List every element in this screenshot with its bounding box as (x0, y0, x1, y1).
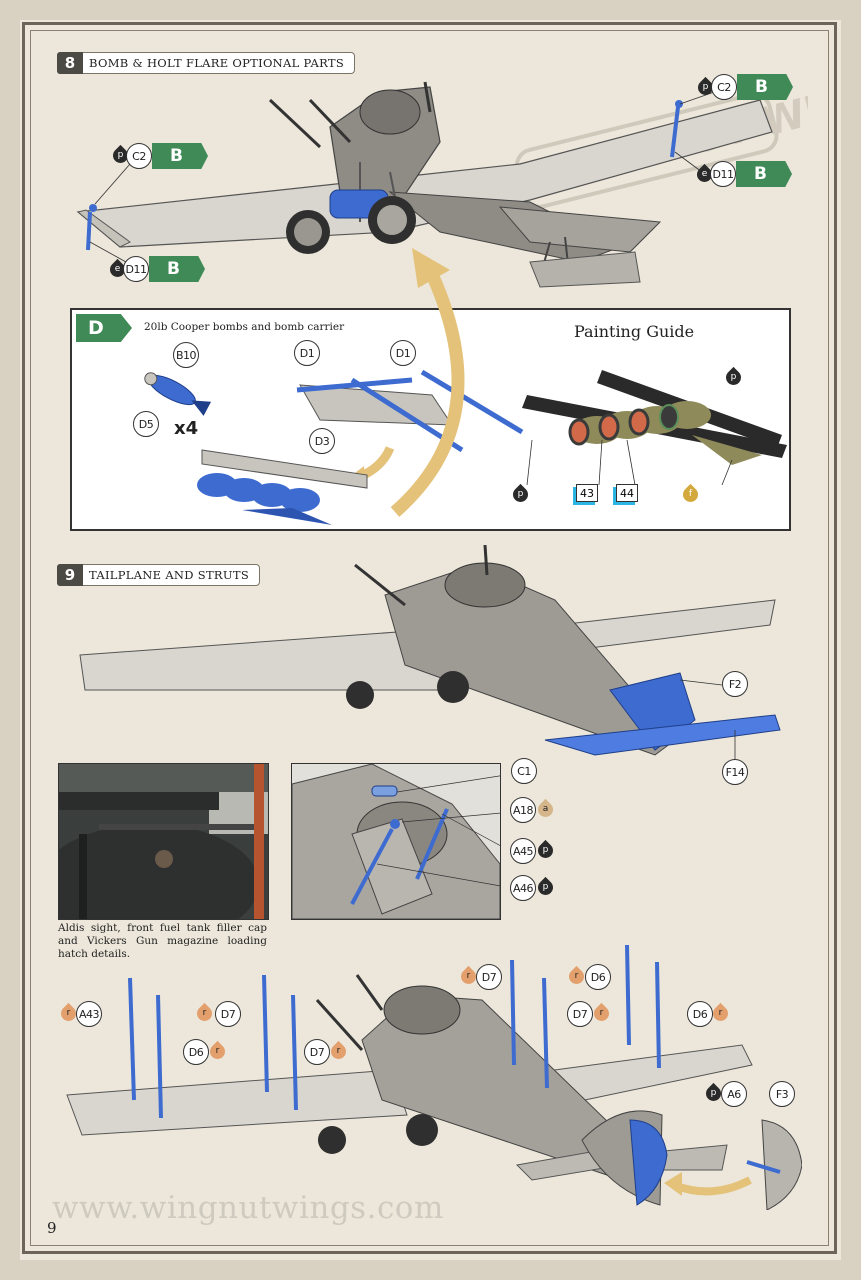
part-callout-f2: F2 (722, 671, 748, 697)
part-callout-d7: D7 (476, 964, 502, 990)
page-border-inner (30, 30, 829, 1246)
assembly-arrow (390, 248, 465, 517)
step-title: TAILPLANE AND STRUTS (89, 568, 250, 582)
part-callout-b10: B10 (173, 342, 199, 368)
paint-drop-f: f (679, 483, 702, 506)
step-8-header: 8 BOMB & HOLT FLARE OPTIONAL PARTS (57, 51, 356, 74)
paint-drop-r: r (193, 1002, 216, 1025)
paint-code: a (542, 804, 549, 814)
color-chip-43: 43 (576, 484, 598, 502)
paint-code: p (517, 489, 524, 499)
bomb-carrier-subassembly-panel: D 20lb Cooper bombs and bomb carrier Pai… (70, 308, 791, 531)
paint-code: f (688, 489, 693, 499)
paint-drop-p: p (534, 839, 557, 862)
paint-drop-r: r (206, 1040, 229, 1063)
paint-code: p (710, 1088, 717, 1098)
paint-drop-p: p (722, 366, 745, 389)
part-callout-f14: F14 (722, 759, 748, 785)
paint-code: r (336, 1046, 341, 1056)
paint-drop-r: r (327, 1040, 350, 1063)
page-border-outer (22, 22, 837, 1254)
part-callout-d6: D6 (183, 1039, 209, 1065)
version-flag-b: B (149, 256, 205, 282)
photo-caption: Aldis sight, front fuel tank filler cap … (58, 922, 267, 960)
paint-code: p (542, 845, 549, 855)
bomb-carrier-drawings (144, 369, 787, 525)
part-callout-d7: D7 (215, 1001, 241, 1027)
version-flag-b: B (736, 161, 792, 187)
step-number: 9 (57, 563, 83, 586)
website-url: www.wingnutwings.com (52, 1190, 444, 1226)
part-callout-d6: D6 (585, 964, 611, 990)
paint-code: p (730, 372, 737, 382)
version-flag-b: B (152, 143, 208, 169)
paint-code: r (202, 1008, 207, 1018)
quantity-multiplier: x4 (174, 418, 199, 439)
page-number: 9 (47, 1219, 57, 1237)
part-callout-c2: C2 (126, 143, 152, 169)
step-9-aircraft-tailplane-illustration (79, 545, 781, 760)
reference-photo-image (59, 764, 268, 919)
part-callout-a43: A43 (76, 1001, 102, 1027)
paint-drop-a: a (534, 798, 557, 821)
paint-code: r (574, 971, 579, 981)
part-callout-a6: A6 (721, 1081, 747, 1107)
step-number: 8 (57, 51, 83, 74)
part-callout-d5: D5 (133, 411, 159, 437)
version-flag-b: B (737, 74, 793, 100)
paint-drop-r: r (565, 965, 588, 988)
reference-photo (58, 763, 269, 920)
cockpit-detail-illustration (292, 764, 500, 919)
paint-code: r (718, 1008, 723, 1018)
subassembly-title: 20lb Cooper bombs and bomb carrier (144, 321, 345, 333)
paint-code: r (215, 1046, 220, 1056)
part-callout-d7: D7 (567, 1001, 593, 1027)
part-callout-d1: D1 (390, 340, 416, 366)
paint-drop-r: r (590, 1002, 613, 1025)
painting-guide-title: Painting Guide (574, 322, 695, 341)
part-callout-d11: D11 (123, 256, 149, 282)
paint-drop-p: p (534, 876, 557, 899)
part-callout-f3: F3 (769, 1081, 795, 1107)
part-callout-a46: A46 (510, 875, 536, 901)
step-title: BOMB & HOLT FLARE OPTIONAL PARTS (89, 56, 345, 70)
paint-code: r (66, 1008, 71, 1018)
part-callout-a18: A18 (510, 797, 536, 823)
paint-code: r (599, 1008, 604, 1018)
paint-code: r (466, 971, 471, 981)
step-8-aircraft-illustration (76, 81, 773, 288)
part-callout-c1: C1 (511, 758, 537, 784)
cockpit-detail-inset (291, 763, 501, 920)
part-callout-d6: D6 (687, 1001, 713, 1027)
part-callout-d11: D11 (710, 161, 736, 187)
step-9-header: 9 TAILPLANE AND STRUTS (57, 563, 261, 586)
part-callout-c2: C2 (711, 74, 737, 100)
color-chip-44: 44 (616, 484, 638, 502)
part-callout-a45: A45 (510, 838, 536, 864)
part-callout-d3: D3 (309, 428, 335, 454)
paint-code: p (542, 882, 549, 892)
subassembly-flag-d: D (76, 314, 132, 342)
paint-drop-p: p (509, 483, 532, 506)
part-callout-d1: D1 (294, 340, 320, 366)
paint-drop-r: r (709, 1002, 732, 1025)
step-9-struts-illustration (66, 944, 802, 1210)
part-callout-d7: D7 (304, 1039, 330, 1065)
